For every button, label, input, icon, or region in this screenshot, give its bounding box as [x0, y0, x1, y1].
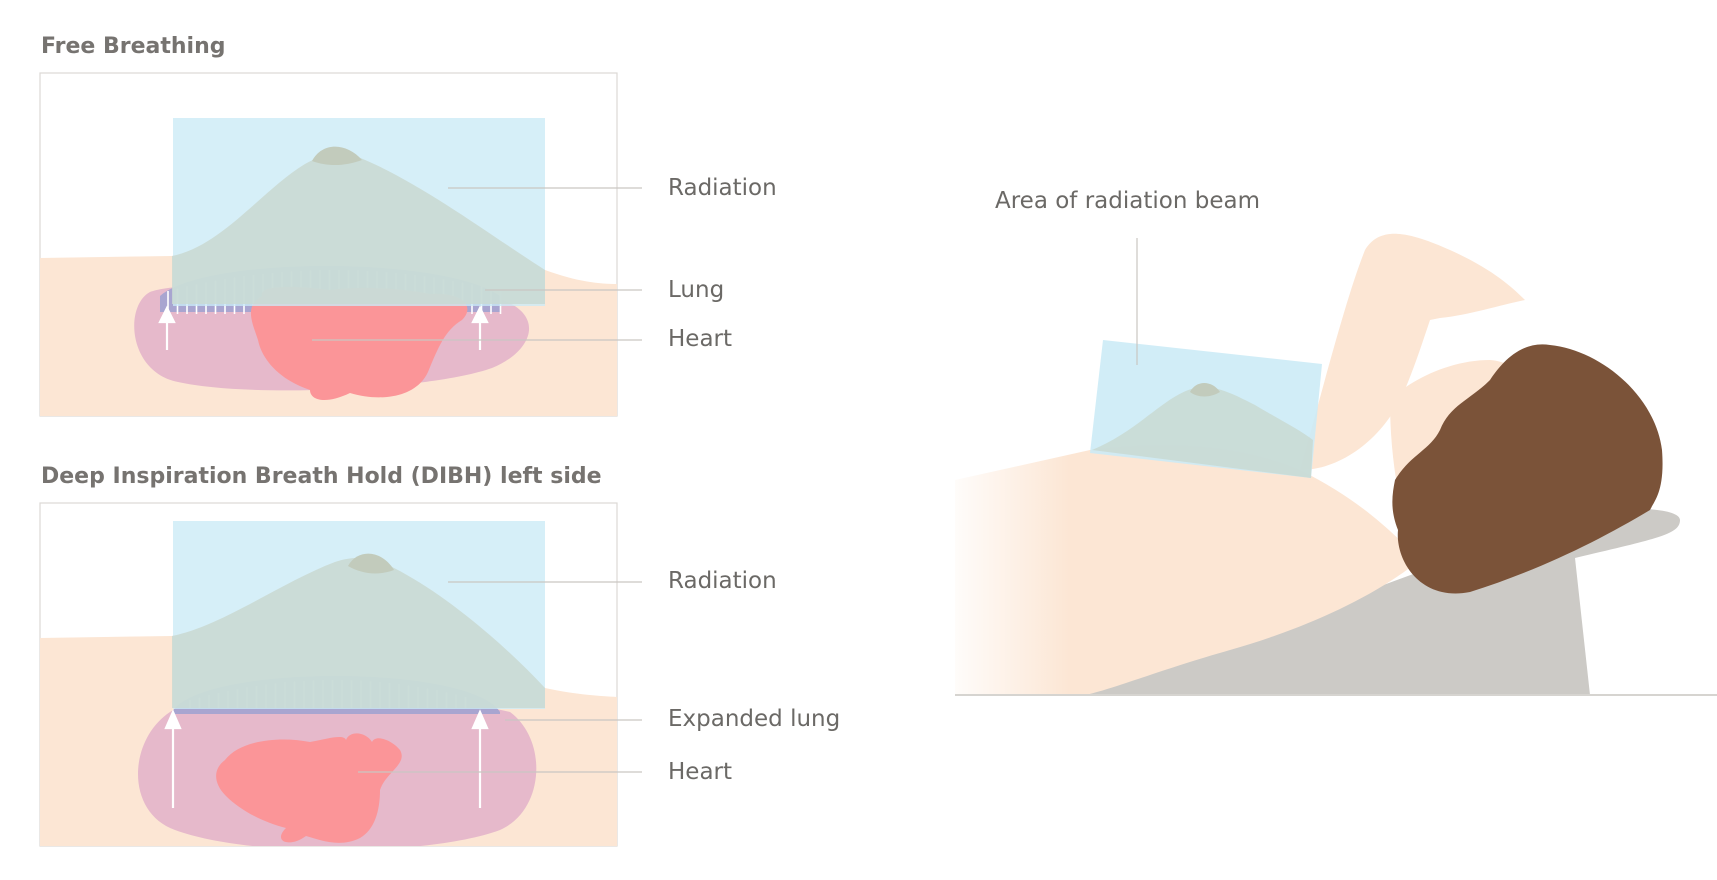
heart-shape [250, 286, 468, 401]
dibh-panel [39, 502, 642, 847]
patient-torso [955, 445, 1420, 695]
patient-illustration [940, 233, 1717, 700]
patient-hair [1392, 344, 1663, 594]
breast-shape [172, 557, 545, 708]
nipple [1190, 383, 1220, 397]
radiation-label: Radiation [668, 568, 777, 594]
nipple [348, 553, 394, 574]
lung-label: Lung [668, 277, 724, 303]
expansion-arrows [164, 709, 489, 808]
breast-shape [1092, 387, 1313, 478]
heart-label: Heart [668, 326, 732, 352]
dibh-title: Deep Inspiration Breath Hold (DIBH) left… [41, 464, 602, 489]
free-breathing-panel [39, 72, 642, 417]
nipple [312, 146, 362, 166]
heart-shape [216, 733, 402, 843]
expansion-arrows [158, 305, 489, 350]
breast-shape [172, 153, 545, 304]
edge-fade [940, 440, 1070, 700]
free-breathing-title: Free Breathing [41, 34, 226, 59]
heart-label: Heart [668, 759, 732, 785]
beam-area-label: Area of radiation beam [995, 188, 1260, 214]
patient-arm [1300, 233, 1525, 470]
expanded-lung-label: Expanded lung [668, 706, 840, 732]
radiation-label: Radiation [668, 175, 777, 201]
